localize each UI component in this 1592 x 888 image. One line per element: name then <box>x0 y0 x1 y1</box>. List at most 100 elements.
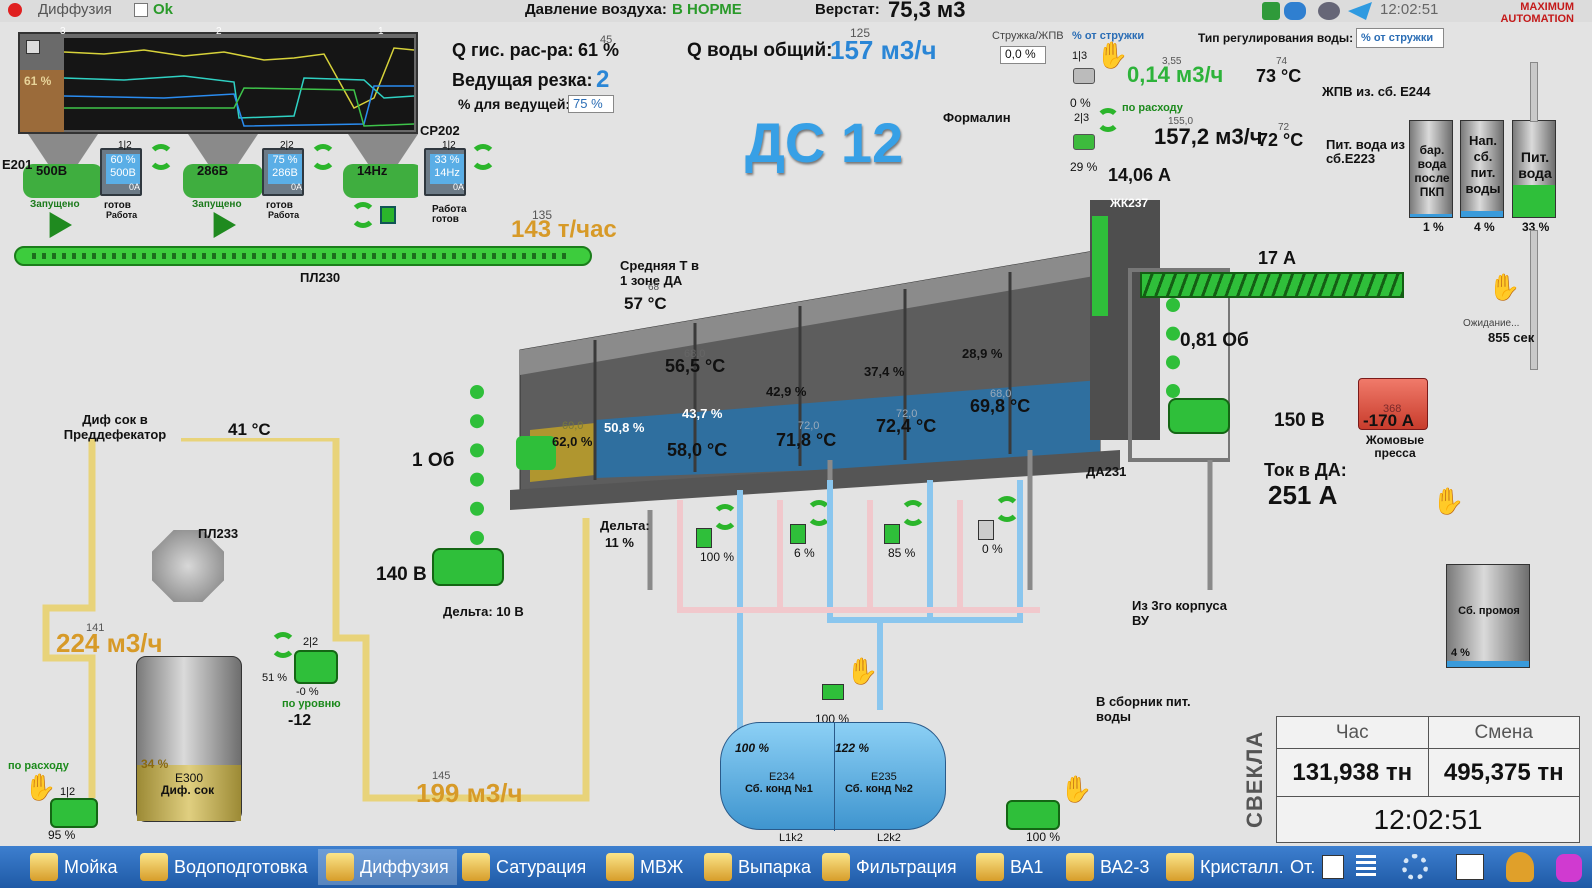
pump2-icon[interactable] <box>50 798 98 828</box>
add-icon[interactable] <box>1262 2 1280 20</box>
tank-e300[interactable]: 34 % Е300 Диф. сок <box>136 656 242 822</box>
tank-bar-water[interactable]: бар. вода после ПКП <box>1409 120 1453 218</box>
tab-diffusion[interactable]: Диффузия <box>318 849 457 885</box>
tab-saturation[interactable]: Сатурация <box>462 849 586 885</box>
vfd-panel[interactable]: 75 %286В <box>262 148 304 196</box>
brand-logo: MAXIMUM AUTOMATION <box>1500 1 1574 25</box>
wash-label: Сб. промоя <box>1458 605 1520 617</box>
menu-icon[interactable] <box>1356 855 1376 877</box>
flow1-setpoint: 141 <box>86 622 105 634</box>
tab-moika[interactable]: Мойка <box>30 849 118 885</box>
vfd-pct: 33 % <box>434 154 460 166</box>
vfd-state-2: готов <box>432 214 459 225</box>
tab-crystal[interactable]: Кристалл. <box>1166 849 1284 885</box>
tank-wash[interactable]: Сб. промоя 4 % <box>1446 564 1530 668</box>
refresh-icon[interactable] <box>350 202 376 228</box>
trend-icon[interactable] <box>1456 854 1484 880</box>
tab-va2-3[interactable]: ВА2-3 <box>1060 849 1155 885</box>
heater-valve-icon[interactable] <box>696 528 712 548</box>
diffuser-da231[interactable] <box>510 180 1230 600</box>
refresh-icon[interactable] <box>310 144 336 170</box>
manual-hand-icon[interactable]: ✋ <box>1096 40 1129 70</box>
screw-conveyor[interactable] <box>1140 272 1404 298</box>
heater-valve-icon[interactable] <box>978 520 994 540</box>
conveyor-label: ПЛ230 <box>300 270 341 285</box>
zhpv-temp-setpoint: 74 <box>1276 56 1288 67</box>
right-motor-icon[interactable] <box>1168 398 1230 434</box>
vfd-number: 2|2 <box>280 140 294 151</box>
q-gis-label: Q гис. рас-ра: <box>452 40 574 60</box>
refresh-icon[interactable] <box>470 144 496 170</box>
water-reg-select[interactable]: % от стружки <box>1356 28 1444 48</box>
chips-mode[interactable]: % от стружки <box>1072 30 1145 42</box>
checkbox-icon[interactable] <box>134 3 148 17</box>
tab-va1[interactable]: ВА1 <box>976 849 1043 885</box>
heater-valve-icon[interactable] <box>790 524 806 544</box>
refresh-icon[interactable] <box>900 500 926 526</box>
conveyor-pl230[interactable] <box>14 246 592 266</box>
cond-valve-icon[interactable] <box>822 684 844 700</box>
start-play-icon[interactable] <box>213 212 236 238</box>
heater-valve-icon[interactable] <box>884 524 900 544</box>
pulp-press[interactable]: 368 -170 А <box>1358 378 1428 430</box>
tab-water-prep[interactable]: Водоподготовка <box>140 849 308 885</box>
water-icon <box>140 853 168 881</box>
water-pipes <box>677 480 1040 730</box>
refresh-icon[interactable] <box>148 144 174 170</box>
trend-open-icon[interactable] <box>26 40 40 54</box>
zhpv-valve-pct: 0 % <box>1070 96 1091 110</box>
manual-hand-icon[interactable]: ✋ <box>1432 486 1465 516</box>
telegram-icon[interactable] <box>1348 2 1372 20</box>
da-current-value: 251 А <box>1268 480 1338 510</box>
motor-value: 286В <box>197 163 229 178</box>
vfd-panel[interactable]: 60 %500В <box>100 148 142 196</box>
verstat-value: 75,3 м3 <box>888 0 966 22</box>
mvzh-icon <box>606 853 634 881</box>
manual-hand-icon[interactable]: ✋ <box>24 772 57 802</box>
pump-icon[interactable] <box>294 650 338 684</box>
refresh-icon[interactable] <box>806 500 832 526</box>
vfd-amp: 0А <box>453 182 465 192</box>
cond-pump-icon[interactable] <box>1006 800 1060 830</box>
refresh-icon[interactable] <box>712 504 738 530</box>
air-pressure-value: В НОРМЕ <box>672 1 742 18</box>
operator-icon[interactable] <box>1506 852 1534 882</box>
lead-pct-input[interactable]: 75 % <box>568 95 614 113</box>
vfd-panel[interactable]: 33 %14Hz <box>424 148 466 196</box>
pit-valve-icon[interactable] <box>1073 134 1095 150</box>
manual-hand-icon[interactable]: ✋ <box>1060 774 1093 804</box>
tab-filtration[interactable]: Фильтрация <box>822 849 957 885</box>
manual-hand-icon[interactable]: ✋ <box>846 656 879 686</box>
chips-ratio-input[interactable]: 0,0 % <box>1000 46 1046 64</box>
user-icon[interactable] <box>1318 2 1340 20</box>
chat-icon[interactable] <box>1284 2 1306 20</box>
zhpv-valve-icon[interactable] <box>1073 68 1095 84</box>
tab-label: От. <box>1290 856 1316 877</box>
left-motor-icon[interactable] <box>432 548 504 586</box>
tab-mvzh[interactable]: МВЖ <box>606 849 683 885</box>
zone-setpoint: 68,0 <box>684 348 706 360</box>
tab-evaporation[interactable]: Выпарка <box>704 849 811 885</box>
pump2-pct: 95 % <box>48 828 76 842</box>
lock-icon[interactable] <box>380 206 396 224</box>
manual-hand-icon[interactable]: ✋ <box>1488 272 1521 302</box>
refresh-icon[interactable] <box>270 632 296 658</box>
q-gis-value: 61 % <box>578 40 620 60</box>
tank2-label: Сб. конд №2 <box>845 783 913 795</box>
touch-icon[interactable] <box>1556 854 1582 882</box>
hopper-bin: 61 % 3 2 1 <box>18 26 418 134</box>
condensate-tanks[interactable]: 100 % 122 % Е234 Е235 Сб. конд №1 Сб. ко… <box>720 722 946 831</box>
document-icon[interactable] <box>1322 855 1344 879</box>
hopper-cones <box>23 134 418 198</box>
tank-feed-collector[interactable]: Нап. сб. пит. воды <box>1460 120 1504 218</box>
start-play-icon[interactable] <box>49 212 72 238</box>
alarm-indicator-icon[interactable] <box>8 3 22 17</box>
tank-feed-water[interactable]: Пит. вода <box>1512 120 1556 218</box>
vfd-amp: 0А <box>129 182 141 192</box>
pulp-trap-pl233[interactable] <box>152 530 224 602</box>
tab-report[interactable]: От. <box>1290 849 1315 885</box>
settings-icon[interactable] <box>1402 854 1428 880</box>
refresh-icon[interactable] <box>1096 108 1120 132</box>
avg-temp-label: Средняя Т в 1 зоне ДА <box>620 258 699 288</box>
refresh-icon[interactable] <box>994 496 1020 522</box>
